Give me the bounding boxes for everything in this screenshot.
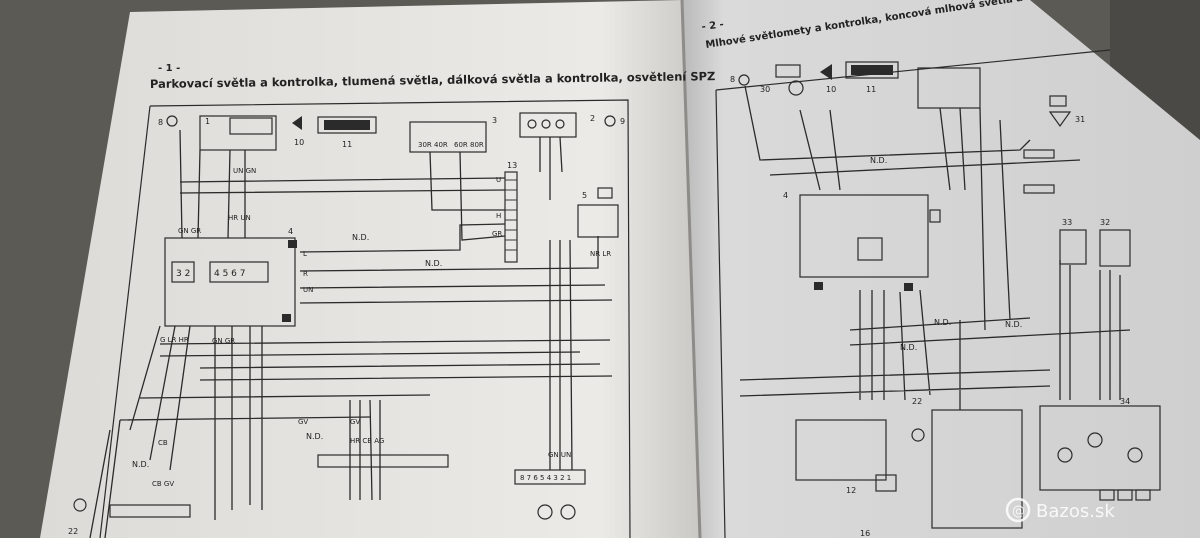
svg-text:8: 8 xyxy=(730,75,735,84)
svg-text:N.D.: N.D. xyxy=(352,233,369,242)
svg-text:GR: GR xyxy=(492,230,502,238)
svg-text:GV: GV xyxy=(350,418,360,426)
svg-text:GN UN: GN UN xyxy=(548,451,571,459)
left-page xyxy=(40,0,700,538)
svg-text:@: @ xyxy=(1012,504,1025,519)
svg-text:9: 9 xyxy=(620,117,625,126)
svg-text:32: 32 xyxy=(1100,218,1110,227)
svg-text:13: 13 xyxy=(507,161,517,170)
svg-text:NR LR: NR LR xyxy=(590,250,611,258)
left-wiring-diagram: 8 1 10 11 30R 40R 60R 80R 3 2 9 13 5 4 3… xyxy=(68,99,631,538)
svg-text:UN: UN xyxy=(303,286,313,294)
right-wiring-diagram: 8 30 10 11 31 4 33 32 12 22 xyxy=(715,49,1161,538)
svg-text:4 5 6 7: 4 5 6 7 xyxy=(214,269,246,279)
svg-text:G LR HR: G LR HR xyxy=(160,336,189,344)
svg-text:H: H xyxy=(496,212,501,220)
right-page-number: - 2 - xyxy=(701,19,724,33)
svg-text:N.D.: N.D. xyxy=(870,156,887,165)
svg-text:5: 5 xyxy=(582,191,587,200)
svg-text:8: 8 xyxy=(158,118,163,127)
svg-text:N.D.: N.D. xyxy=(934,318,951,327)
svg-text:N.D.: N.D. xyxy=(1005,320,1022,329)
svg-text:GN GR: GN GR xyxy=(212,337,235,345)
bazos-watermark: @ Bazos.sk xyxy=(1005,497,1115,523)
svg-text:31: 31 xyxy=(1075,115,1085,124)
svg-text:N.D.: N.D. xyxy=(306,432,323,441)
svg-text:N.D.: N.D. xyxy=(900,343,917,352)
svg-text:L: L xyxy=(303,250,307,258)
svg-text:33: 33 xyxy=(1062,218,1072,227)
left-page-number: - 1 - xyxy=(158,63,180,74)
svg-text:30R 40R: 30R 40R xyxy=(418,141,448,149)
right-page xyxy=(682,0,1200,538)
svg-text:Bazos.sk: Bazos.sk xyxy=(1036,501,1115,522)
svg-text:11: 11 xyxy=(866,85,876,94)
svg-text:4: 4 xyxy=(783,191,788,200)
svg-text:CB: CB xyxy=(158,439,168,447)
svg-text:30: 30 xyxy=(760,85,770,94)
svg-text:2: 2 xyxy=(590,114,595,123)
svg-text:CB GV: CB GV xyxy=(152,480,174,488)
svg-text:U: U xyxy=(496,176,501,184)
svg-text:8 7 6 5 4 3 2 1: 8 7 6 5 4 3 2 1 xyxy=(520,474,571,482)
svg-text:N.D.: N.D. xyxy=(132,460,149,469)
svg-text:3 2: 3 2 xyxy=(176,269,190,279)
svg-text:12: 12 xyxy=(846,486,856,495)
svg-text:N.D.: N.D. xyxy=(425,259,442,268)
svg-text:3: 3 xyxy=(492,116,497,125)
svg-text:10: 10 xyxy=(294,138,304,147)
svg-text:34: 34 xyxy=(1120,397,1130,406)
svg-text:GV: GV xyxy=(298,418,308,426)
svg-text:22: 22 xyxy=(68,527,78,536)
svg-text:10: 10 xyxy=(826,85,836,94)
svg-text:R: R xyxy=(303,270,308,278)
svg-text:60R 80R: 60R 80R xyxy=(454,141,484,149)
svg-text:22: 22 xyxy=(912,397,922,406)
svg-text:GN GR: GN GR xyxy=(178,227,201,235)
svg-text:HR UN: HR UN xyxy=(228,214,251,222)
svg-text:1: 1 xyxy=(205,117,210,126)
svg-text:HR CB AG: HR CB AG xyxy=(350,437,384,445)
svg-text:16: 16 xyxy=(860,529,870,538)
svg-text:11: 11 xyxy=(342,140,352,149)
svg-text:UN GN: UN GN xyxy=(233,167,256,175)
svg-text:4: 4 xyxy=(288,227,293,236)
